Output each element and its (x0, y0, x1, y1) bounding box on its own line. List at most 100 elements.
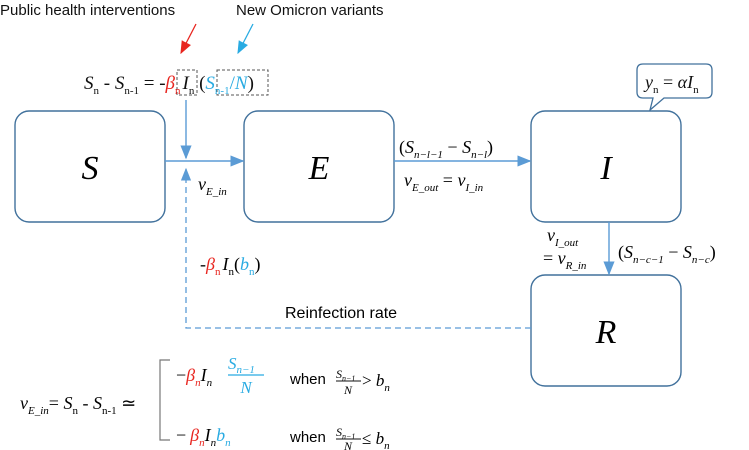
eo-eq: = (438, 170, 457, 190)
rt-close: ) (254, 254, 260, 275)
rt-I: I (221, 254, 229, 274)
recovered-label: R (595, 314, 617, 351)
susceptible-label: S (82, 150, 99, 187)
ei-close: ) (487, 137, 493, 158)
pw-approx: ≃ (117, 393, 137, 413)
c1-num-sub: n−1 (237, 364, 255, 376)
ir-sub1: n−c−1 (633, 254, 664, 266)
c1-beta-sub: n (195, 377, 201, 389)
c1-I-sub: n (207, 377, 213, 389)
piecewise-lhs: vE_in= Sn - Sn-1 ≃ (20, 393, 136, 417)
e-to-i-delay-term: (Sn−l−1 − Sn−l) (399, 137, 493, 161)
eq-S2: S (115, 73, 125, 94)
eo-v1: v (404, 170, 412, 190)
io-v: v (547, 225, 555, 245)
c1c-sub: n−1 (342, 374, 355, 383)
case2-cond-denominator: N (343, 439, 353, 450)
c2-neg: − (176, 425, 186, 445)
callout-I-sub: n (693, 84, 699, 96)
c1-I: I (200, 365, 208, 385)
case1-cond-rhs: > bn (362, 371, 390, 394)
c1c-b-sub: n (384, 382, 390, 394)
piecewise-bracket (159, 359, 170, 441)
ei-open: ( (399, 137, 405, 158)
io-sub: I_out (554, 237, 579, 249)
c2-beta: β (189, 425, 199, 445)
omicron-arrow (237, 23, 254, 55)
eq-open: ( (194, 73, 205, 94)
pw-minus: - (78, 393, 93, 413)
eq-sub-n: n (94, 85, 100, 97)
rt-beta-sub: n (215, 266, 221, 278)
eq-I: I (182, 73, 191, 94)
infectious-callout (636, 63, 713, 112)
c2-I: I (204, 425, 212, 445)
eo-sub1: E_out (411, 182, 439, 194)
ei-minus: − (443, 137, 462, 157)
callout-eq: = (659, 72, 678, 92)
ei-S1: S (405, 137, 414, 157)
case1-fraction-numerator: Sn−1 (228, 354, 255, 376)
eq-slash: / (230, 73, 236, 94)
case1-expression: −βnIn (176, 365, 213, 389)
v-i-out-label: vI_out (547, 225, 579, 249)
pw-v-sub: E_in (27, 405, 49, 417)
ei-sub2: n−l (471, 149, 487, 161)
rt-beta: β (205, 254, 215, 274)
reinfection-rate-label: Reinfection rate (285, 305, 397, 322)
c1-neg: − (176, 365, 186, 385)
c2-b: b (216, 425, 225, 445)
case2-cond-rhs: ≤ bn (362, 429, 390, 450)
susceptible-box (14, 110, 166, 223)
case1-cond-denominator: N (343, 383, 353, 397)
interventions-arrow (180, 23, 197, 55)
case1-when: when (289, 371, 326, 388)
eq-equals-minus: = - (139, 73, 166, 94)
eo-v2: v (457, 170, 465, 190)
pw-S2-sub: n-1 (102, 405, 117, 417)
callout-equation: yn = αIn (643, 72, 699, 96)
case1-cond-numerator: Sn−1 (336, 367, 355, 383)
beta-highlight-box (176, 69, 198, 96)
e-out-i-in-label: vE_out = vI_in (404, 170, 484, 194)
exposed-label: E (308, 150, 330, 187)
eq-minus: - (99, 73, 115, 94)
c2c-S: S (336, 425, 342, 439)
c1c-S: S (336, 367, 342, 381)
c2c-b-sub: n (384, 440, 390, 450)
v-e-in-label: vE_in (198, 174, 227, 198)
rt-minus: - (200, 254, 206, 274)
case1-fraction-denominator: N (239, 378, 253, 397)
ir-minus: − (664, 242, 683, 262)
case2-expression: −βnInbn (176, 425, 231, 449)
v-r-in-label: = vR_in (543, 248, 587, 272)
infectious-label: I (599, 150, 613, 187)
callout-y: y (643, 72, 653, 92)
rt-b-sub: n (249, 266, 255, 278)
c2-beta-sub: n (199, 437, 205, 449)
eq-beta: β (165, 73, 176, 94)
eq-beta-sub: n (175, 85, 181, 97)
case2-cond-numerator: Sn−1 (336, 425, 355, 441)
c1-num-S: S (228, 354, 237, 373)
ei-S2: S (462, 137, 471, 157)
eq-sub-n-1b: n-1 (215, 85, 230, 97)
ratio-highlight-box (216, 69, 269, 96)
ri-v: v (558, 248, 566, 268)
rt-I-sub: n (228, 266, 234, 278)
eq-S1: S (84, 73, 94, 94)
pw-v: v (20, 393, 28, 413)
c2-b-sub: n (225, 437, 231, 449)
c1c-b: b (376, 371, 385, 390)
callout-y-sub: n (653, 84, 659, 96)
eo-sub2: I_in (464, 182, 483, 194)
pw-eq: = (49, 393, 64, 413)
callout-alpha: α (678, 72, 688, 92)
callout-I: I (686, 72, 694, 92)
i-to-r-delay-term: (Sn−c−1 − Sn−c) (618, 242, 716, 266)
ri-sub: R_in (565, 260, 587, 272)
rt-b: b (240, 254, 249, 274)
